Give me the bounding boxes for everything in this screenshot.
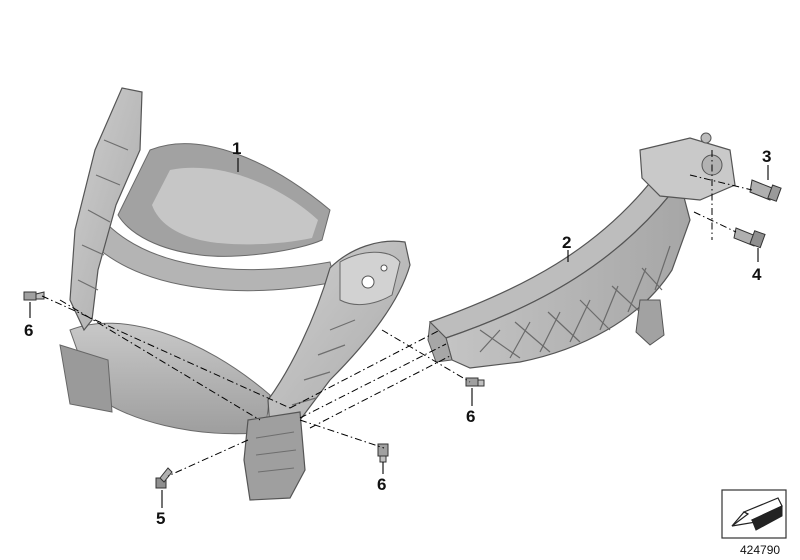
leader-lines (29, 158, 769, 508)
pin-screw-middle (465, 377, 485, 387)
bracket-lower-tab (635, 299, 665, 346)
callout-2: 2 (562, 233, 571, 252)
mounting-hole-icon (361, 275, 375, 289)
headlight-carrier (59, 87, 411, 501)
bracket-boss-icon (700, 132, 712, 144)
carrier-lower-foot (243, 411, 306, 501)
mounting-hole-icon (380, 264, 388, 272)
hex-bolt (733, 227, 766, 249)
carrier-lower-foot-ribs (255, 431, 297, 473)
support-bracket (427, 132, 736, 369)
stud-bolt (749, 179, 782, 202)
carrier-left-arm-ribs (77, 139, 129, 291)
bracket-body (445, 180, 691, 369)
carrier-left-flap (59, 344, 113, 413)
callout-4: 4 (752, 265, 762, 284)
bracket-end-block (639, 137, 736, 201)
navigation-arrow-icon[interactable] (721, 489, 787, 539)
bracket-left-end (427, 320, 453, 363)
callout-6-left: 6 (24, 321, 33, 340)
callout-6-bottom: 6 (377, 475, 386, 494)
callout-6-middle: 6 (466, 407, 475, 426)
pin-screw-bottom (377, 443, 389, 463)
callout-1: 1 (232, 139, 241, 158)
hex-screw (155, 467, 173, 489)
carrier-lower-bowl (69, 322, 271, 435)
bracket-lattice (479, 245, 671, 359)
pin-screw-left (23, 291, 45, 301)
carrier-right-arm-ribs (291, 319, 356, 406)
assembly-axes (41, 150, 753, 477)
callout-5: 5 (156, 509, 165, 528)
carrier-upper-panel-face (152, 167, 318, 245)
diagram-number: 424790 (740, 543, 780, 557)
callout-3: 3 (762, 147, 771, 166)
